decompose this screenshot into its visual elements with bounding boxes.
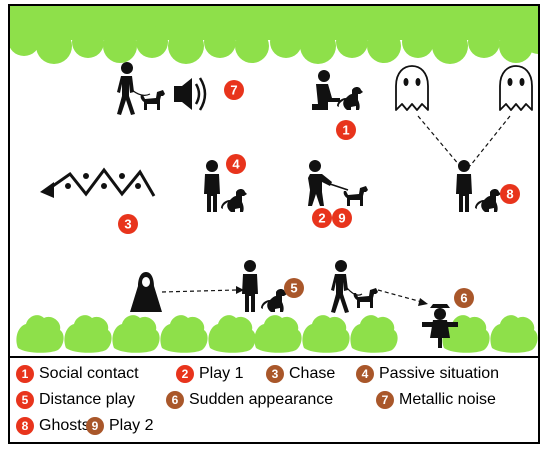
legend-label: Passive situation bbox=[379, 365, 500, 382]
scarecrow-icon bbox=[422, 304, 458, 348]
legend-badge: 8 bbox=[16, 417, 34, 435]
legend-label: Play 1 bbox=[199, 365, 244, 382]
dog-icon bbox=[140, 90, 165, 110]
ghost-dashed-line bbox=[417, 115, 461, 167]
legend-badge: 7 bbox=[376, 391, 394, 409]
person-icon bbox=[204, 160, 220, 212]
scenario-badge-1: 1 bbox=[336, 120, 356, 140]
approach-dashed-line bbox=[161, 289, 237, 293]
person-icon bbox=[242, 260, 258, 312]
scene: 7 1 4 29 3 8 5 6 bbox=[10, 6, 538, 353]
scenario-badge-number: 4 bbox=[232, 157, 240, 172]
legend-label: Play 2 bbox=[109, 417, 154, 434]
zigzag-arrow-icon bbox=[40, 167, 156, 198]
legend-label: Social contact bbox=[39, 365, 139, 382]
ghost-dashed-line bbox=[469, 115, 511, 167]
legend-item-6: 6 Sudden appearance bbox=[166, 388, 333, 412]
legend-item-5: 5 Distance play bbox=[16, 388, 135, 412]
legend-badge: 3 bbox=[266, 365, 284, 383]
hooded-figure-icon bbox=[130, 272, 162, 312]
legend-label: Chase bbox=[289, 365, 336, 382]
person-icon bbox=[117, 62, 135, 115]
legend-label: Metallic noise bbox=[399, 391, 496, 408]
legend-badge: 5 bbox=[16, 391, 34, 409]
ghost-icon bbox=[395, 65, 429, 111]
scenario-badge-number: 8 bbox=[506, 187, 513, 202]
scenario-badge-number: 2 bbox=[318, 211, 325, 226]
toy-line bbox=[329, 183, 349, 191]
scenario-badge-4: 4 bbox=[226, 154, 246, 174]
legend-item-2: 2 Play 1 bbox=[176, 362, 243, 386]
scenario-badge-5: 5 bbox=[284, 278, 304, 298]
speaker-icon bbox=[174, 77, 207, 111]
scenario-badge-3: 3 bbox=[118, 214, 138, 234]
person-icon bbox=[456, 160, 472, 212]
legend-item-9: 9 Play 2 bbox=[86, 414, 153, 438]
legend-item-8: 8 Ghosts bbox=[16, 414, 90, 438]
legend-item-7: 7 Metallic noise bbox=[376, 388, 496, 412]
legend-item-4: 4 Passive situation bbox=[356, 362, 499, 386]
legend-badge: 6 bbox=[166, 391, 184, 409]
leash-line bbox=[346, 287, 363, 296]
legend-divider bbox=[10, 356, 538, 358]
scenario-badge-9: 9 bbox=[332, 208, 352, 228]
legend-label: Ghosts bbox=[39, 417, 90, 434]
tree-canopy bbox=[10, 6, 538, 64]
scenario-badge-number: 6 bbox=[460, 291, 467, 306]
scenario-badge-number: 1 bbox=[342, 123, 349, 138]
legend-label: Distance play bbox=[39, 391, 136, 408]
legend: 1 Social contact 2 Play 1 3 Chase 4 Passive sit… bbox=[10, 360, 538, 442]
dog-icon bbox=[221, 189, 247, 212]
scenario-badge-8: 8 bbox=[500, 184, 520, 204]
dog-icon bbox=[337, 87, 363, 110]
approach-dashed-line bbox=[377, 289, 423, 303]
legend-badge: 4 bbox=[356, 365, 374, 383]
scenario-badge-number: 7 bbox=[230, 83, 237, 98]
bush-row bbox=[16, 315, 538, 353]
scenario-badge-6: 6 bbox=[454, 288, 474, 308]
leash-line bbox=[131, 89, 151, 96]
person-icon bbox=[331, 260, 349, 313]
legend-item-1: 1 Social contact bbox=[16, 362, 139, 386]
legend-badge: 2 bbox=[176, 365, 194, 383]
scenario-badge-number: 5 bbox=[290, 281, 297, 296]
legend-label: Sudden appearance bbox=[189, 391, 334, 408]
dog-icon bbox=[261, 289, 287, 312]
scenario-badge-7: 7 bbox=[224, 80, 244, 100]
scenario-badge-number: 3 bbox=[124, 217, 131, 232]
ghost-icon bbox=[499, 65, 533, 111]
legend-badge: 1 bbox=[16, 365, 34, 383]
playing-person-icon bbox=[308, 160, 332, 206]
legend-item-3: 3 Chase bbox=[266, 362, 335, 386]
dog-icon bbox=[353, 288, 378, 308]
scenario-badge-2: 2 bbox=[312, 208, 332, 228]
kneeling-person-icon bbox=[312, 70, 340, 110]
dog-icon bbox=[475, 189, 501, 212]
legend-badge: 9 bbox=[86, 417, 104, 435]
scenario-badge-number: 9 bbox=[338, 211, 345, 226]
